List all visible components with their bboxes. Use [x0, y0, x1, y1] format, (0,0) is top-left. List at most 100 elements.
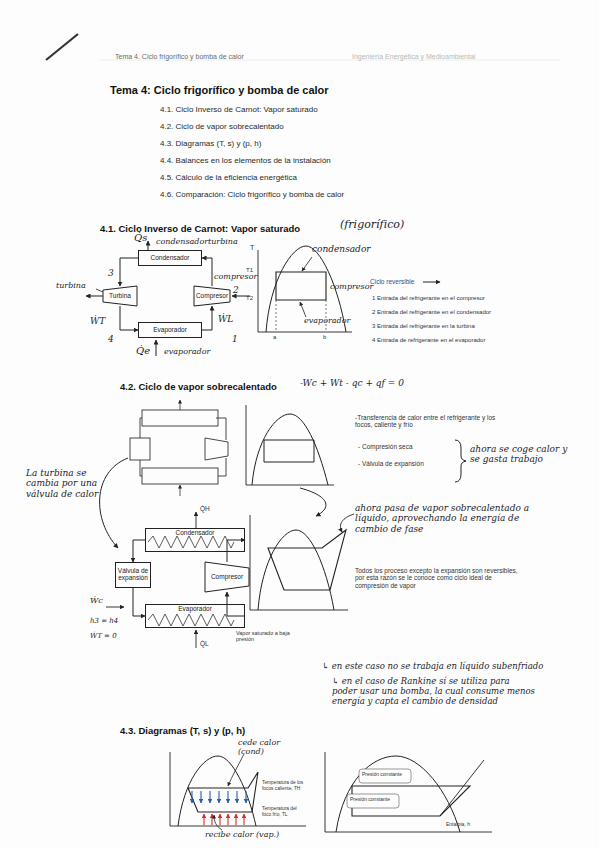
printed-note: 1 Entrada del refrigerante en el compres… [372, 295, 557, 302]
section-heading: 4.3. Diagramas (T, s) y (p, h) [120, 726, 340, 737]
handwritten-note: compresor [214, 272, 264, 281]
saturation-dome [258, 530, 334, 610]
handwritten-note: evaporador [164, 347, 219, 356]
leader-line [96, 289, 103, 292]
leader-line [214, 815, 222, 830]
handwritten-note: cede calor (cond) [238, 738, 298, 756]
handwritten-note: ahora pasa de vapor sobrecalentado a líq… [355, 503, 555, 534]
component-outline-shape [205, 562, 249, 592]
page-header: Tema 4. Ciclo frigorífico y bomba de cal… [115, 53, 335, 61]
page-title: Tema 4: Ciclo frigorífico y bomba de cal… [110, 84, 430, 97]
printed-note: - Compresión seca [358, 443, 458, 450]
printed-note: Presión constante [362, 772, 410, 778]
handwritten-note: condensador [312, 244, 372, 254]
printed-note: Temperatura del foco frío, TL [262, 806, 306, 817]
handwritten-note: h3 = h4 [90, 617, 135, 625]
handwritten-note: Q̇s [134, 232, 152, 244]
printed-note: 4 Entrada de refrigerante en el evaporad… [372, 337, 557, 344]
flow-arrow [227, 540, 245, 562]
handwritten-note: 1 [232, 334, 242, 344]
heat-arrows [192, 791, 246, 825]
axes [250, 515, 348, 610]
contents-item: 4.2. Ciclo de vapor sobrecalentado [160, 122, 440, 131]
handwritten-note: ẆT = 0 [90, 632, 135, 640]
handwritten-note: turbina [56, 281, 100, 290]
turbine-symbol [130, 438, 150, 460]
component-box: Condensador [145, 528, 245, 552]
region-box [359, 769, 411, 783]
printed-note: Temperatura de los focos caliente, TH [262, 780, 306, 791]
pipe [140, 418, 226, 476]
component-box: Turbina [103, 286, 137, 306]
axes [170, 752, 306, 826]
heat-arrow [196, 630, 197, 648]
handwritten-note: -Wc + Wt - qc + qf = 0 [300, 378, 470, 388]
component-outline-shape [194, 286, 230, 306]
heat-in-arrow [219, 814, 220, 825]
cycle-path [268, 530, 346, 590]
heat-out-arrow [191, 791, 192, 803]
handwritten-note: Ẇc [90, 596, 112, 605]
printed-note: b [323, 334, 331, 341]
contents-item: 4.4. Balances en los elementos de la ins… [160, 156, 440, 165]
handwritten-note: ↳ en este caso no se trabaja en líquido … [322, 662, 557, 672]
heat-out-arrow [236, 791, 237, 803]
axes [246, 405, 334, 485]
component-label: Válvula de expansión [116, 568, 150, 582]
implies-arrow [423, 282, 440, 283]
handwritten-note: ẆT [90, 316, 110, 326]
component-label: Compresor [196, 293, 228, 300]
page-header: Ingeniería Energética y Medioambiental [352, 53, 572, 61]
heat-in-arrow [203, 814, 204, 825]
printed-note: a [273, 334, 281, 341]
heat-out-arrow [200, 791, 201, 803]
flow-arrow [133, 540, 145, 562]
component-box: Compresor [194, 286, 230, 306]
handwritten-note: ↳ en el caso de Rankine sí se utiliza pa… [332, 677, 537, 706]
printed-note: -Transferencia de calor entre el refrige… [355, 414, 505, 429]
brace [455, 440, 466, 482]
coil-symbol [148, 614, 234, 626]
handwritten-note: La turbina se cambia por una válvula de … [26, 468, 108, 499]
printed-note: T1 [246, 267, 258, 274]
heat-arrow [148, 241, 149, 250]
region-box [347, 794, 399, 808]
component-label: Turbina [109, 293, 131, 300]
heat-arrow [180, 485, 181, 496]
work-arrow [106, 607, 124, 608]
heat-in-arrow [211, 814, 212, 825]
handwritten-note: 2 [233, 285, 243, 295]
printed-note: Todos los proceso excepto la expansión s… [355, 567, 520, 589]
heat-arrow [180, 400, 181, 410]
flow-arrow [120, 306, 138, 330]
component-outline-shape [103, 286, 137, 306]
handwritten-note: ẆL [218, 314, 238, 324]
handwritten-note: Q̇e [136, 345, 156, 357]
contents-item: 4.6. Comparación: Ciclo frigorífico y bo… [160, 190, 440, 199]
component-box: Evaporador [138, 322, 202, 338]
component-box: Compresor [205, 562, 249, 592]
saturation-dome [252, 414, 328, 485]
printed-note: Vapor saturado a baja presión [236, 630, 298, 643]
leader-line [300, 302, 306, 317]
leader-line [228, 754, 244, 786]
printed-note: Q̇H [200, 505, 220, 512]
transition-arrow [100, 458, 128, 548]
flow-arrow [202, 258, 212, 286]
printed-note: Presión constante [350, 797, 398, 803]
heat-in-arrow [227, 814, 228, 825]
handwritten-note: turbina [208, 237, 248, 246]
contents-item: 4.3. Diagramas (T, s) y (p, h) [160, 139, 440, 148]
cycle-path [264, 440, 314, 462]
axes [325, 752, 492, 832]
evaporator-symbol [142, 468, 218, 484]
work-arrow [86, 296, 103, 297]
condenser-symbol [142, 410, 218, 426]
heat-out-arrow [209, 791, 210, 803]
cycle-path [188, 772, 258, 812]
compressor-symbol [205, 438, 228, 460]
handwritten-note: condensador [156, 237, 211, 246]
